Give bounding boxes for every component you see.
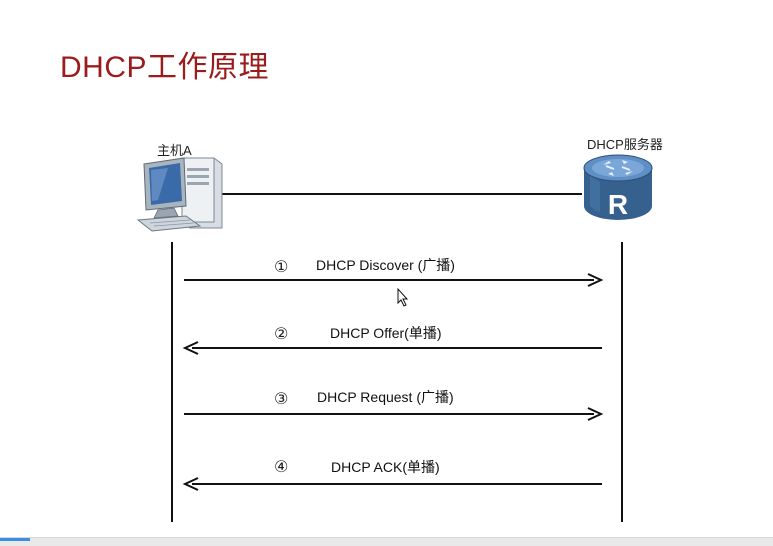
router-icon: R	[583, 154, 653, 220]
message-label-3: DHCP Request (广播)	[317, 389, 454, 405]
slide-title: DHCP工作原理	[60, 51, 270, 84]
message-label-2: DHCP Offer(单播)	[330, 325, 442, 341]
step-number-3: ③	[274, 391, 289, 408]
message-arrow-3	[184, 407, 604, 421]
step-number-2: ②	[274, 326, 289, 343]
step-number-1: ①	[274, 259, 289, 276]
message-label-4: DHCP ACK(单播)	[331, 459, 440, 475]
progress-fill	[0, 538, 30, 541]
message-arrow-4	[182, 477, 602, 491]
mouse-pointer-icon	[397, 287, 409, 307]
router-letter: R	[608, 189, 628, 220]
message-arrow-1	[184, 273, 604, 287]
message-arrow-2	[182, 341, 602, 355]
message-label-1: DHCP Discover (广播)	[316, 257, 455, 273]
player-progress-bar[interactable]	[0, 537, 773, 546]
host-label: 主机A	[157, 143, 192, 158]
step-number-4: ④	[274, 459, 289, 476]
computer-icon	[136, 157, 223, 232]
server-label: DHCP服务器	[587, 137, 663, 152]
